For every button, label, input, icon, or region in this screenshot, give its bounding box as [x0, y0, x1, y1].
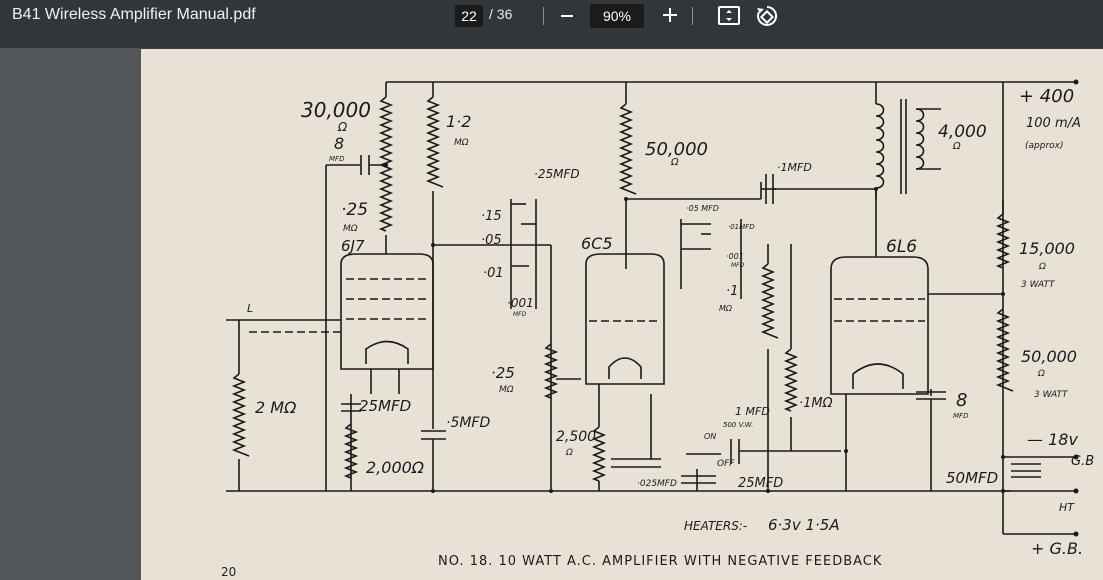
- label-0-025mfd: ·025MFD: [637, 479, 677, 489]
- label-ht: HT: [1059, 501, 1075, 514]
- label-cap-0-25mfd: ·25MFD: [534, 167, 580, 181]
- label-cap-0-001: ·001: [507, 296, 534, 310]
- label-cap-0-1mfd: ·1MFD: [777, 161, 812, 174]
- label-megohm: MΩ: [343, 224, 358, 234]
- label-cap-8b: 8: [956, 390, 967, 411]
- label-plus-400: + 400: [1019, 86, 1074, 107]
- pdf-toolbar: B41 Wireless Amplifier Manual.pdf 22 / 3…: [0, 0, 1103, 48]
- label-plus-gb: + G.B.: [1031, 539, 1083, 558]
- label-4000: 4,000: [938, 122, 987, 142]
- heaters-label: HEATERS:-: [684, 519, 747, 533]
- label-ohm: Ω: [670, 157, 679, 168]
- label-tube-6j7: 6J7: [341, 237, 365, 255]
- label-50000: 50,000: [645, 139, 708, 160]
- label-3-watt: 3 WATT: [1021, 280, 1056, 290]
- label-100ma: 100 m/A: [1026, 116, 1081, 131]
- label-25mfd-b: 25MFD: [738, 476, 783, 491]
- label-switch-off: OFF: [717, 459, 735, 469]
- label-0-25b: ·25: [491, 364, 515, 382]
- label-ohm: Ω: [952, 141, 961, 152]
- label-cap-0-01mfd: ·01MFD: [728, 223, 755, 231]
- label-l: L: [247, 302, 253, 315]
- label-cap-8: 8: [334, 134, 344, 153]
- label-mfd: MFD: [953, 412, 969, 420]
- label-3-watt: 3 WATT: [1034, 390, 1069, 400]
- document-title: B41 Wireless Amplifier Manual.pdf: [12, 6, 256, 23]
- label-cap-0-15: ·15: [481, 209, 502, 224]
- fit-page-icon: [718, 6, 740, 25]
- label-gb: G.B: [1071, 454, 1094, 469]
- label-ohm: Ω: [337, 120, 348, 134]
- label-res-0-1: ·1: [726, 284, 738, 299]
- label-switch-on: ON: [704, 432, 716, 441]
- label-megohm: MΩ: [719, 304, 733, 313]
- label-ohm: Ω: [565, 448, 573, 458]
- label-25mfd: 25MFD: [359, 397, 411, 415]
- label-minus-18v: — 18v: [1027, 430, 1078, 449]
- label-0-25: ·25: [341, 200, 368, 220]
- label-mfd: MFD: [513, 311, 527, 318]
- label-500vw: 500 V.W.: [723, 421, 753, 429]
- rotate-icon: [757, 5, 778, 26]
- label-cap-0-01: ·01: [483, 266, 504, 281]
- label-2-megohm: 2 MΩ: [255, 398, 297, 417]
- label-1-2: 1·2: [446, 112, 471, 131]
- label-tube-6c5: 6C5: [581, 234, 613, 253]
- page-number-input[interactable]: 22: [455, 5, 483, 27]
- label-megohm: MΩ: [499, 385, 514, 395]
- label-ohm: Ω: [1037, 369, 1045, 379]
- page-number-footer: 20: [221, 565, 237, 579]
- label-approx: (approx): [1025, 141, 1064, 151]
- label-cap-0-05mfd: ·05 MFD: [686, 204, 719, 213]
- label-50mfd: 50MFD: [946, 469, 998, 487]
- viewer-margin: [0, 48, 140, 580]
- rotate-button[interactable]: [754, 4, 780, 28]
- label-0-5mfd: ·5MFD: [446, 415, 490, 431]
- zoom-in-icon: [663, 8, 677, 22]
- label-mfd: MFD: [731, 262, 745, 269]
- label-mfd: MFD: [329, 155, 345, 163]
- fit-page-button[interactable]: [716, 4, 742, 28]
- zoom-out-icon: [561, 15, 573, 17]
- label-50000b: 50,000: [1021, 347, 1077, 366]
- label-tube-6l6: 6L6: [886, 237, 917, 257]
- figure-caption: NO. 18. 10 WATT A.C. AMPLIFIER WITH NEGA…: [438, 554, 883, 569]
- zoom-out-button[interactable]: [555, 2, 579, 28]
- label-megohm: MΩ: [454, 138, 469, 148]
- label-2000: 2,000Ω: [366, 458, 425, 477]
- page-total: / 36: [489, 6, 513, 22]
- label-cap-0-001b: ·001: [726, 252, 744, 261]
- pdf-page: 30,000 Ω 8 MFD 1·2 MΩ ·25 MΩ 6J7 ·15 ·05…: [141, 49, 1103, 580]
- toolbar-divider: [543, 7, 544, 25]
- label-15000: 15,000: [1019, 239, 1075, 258]
- heaters-values: 6·3v 1·5A: [768, 516, 840, 534]
- label-0-1megohm: ·1MΩ: [799, 396, 833, 411]
- label-ohm: Ω: [1038, 262, 1046, 272]
- schematic-diagram: 30,000 Ω 8 MFD 1·2 MΩ ·25 MΩ 6J7 ·15 ·05…: [226, 79, 1094, 558]
- zoom-in-button[interactable]: [658, 2, 682, 28]
- label-2500: 2,500: [556, 429, 596, 445]
- label-1mfd: 1 MFD: [735, 405, 770, 418]
- toolbar-divider: [692, 7, 693, 25]
- zoom-level-input[interactable]: 90%: [590, 4, 644, 28]
- label-cap-0-05: ·05: [481, 233, 502, 248]
- label-30000: 30,000: [301, 98, 371, 122]
